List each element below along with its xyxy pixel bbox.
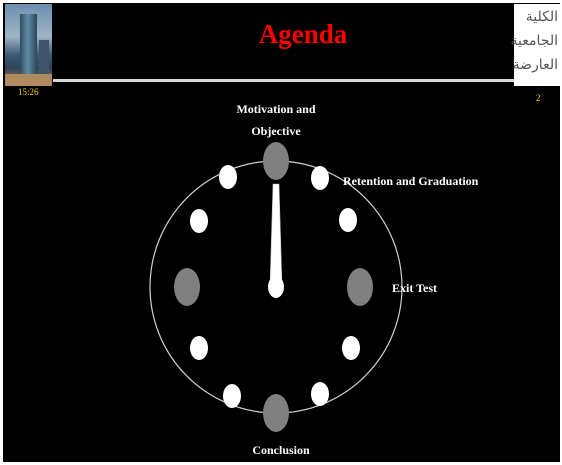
marker-left: [174, 268, 200, 306]
logo-line-3: العارضة: [512, 57, 558, 73]
minor-marker: [342, 336, 360, 360]
agenda-item-line: Objective: [251, 124, 301, 138]
logo-line-1: الكلية: [525, 9, 558, 25]
agenda-clock-diagram: [149, 142, 403, 432]
clock-hand: [269, 183, 283, 287]
agenda-item-motivation: Motivation and Objective: [231, 98, 321, 142]
clock-center-marker: [268, 276, 284, 298]
minor-marker: [190, 209, 208, 233]
agenda-item-conclusion: Conclusion: [252, 443, 310, 457]
agenda-item-line: Motivation and: [236, 102, 316, 116]
marker-retention: [311, 166, 329, 190]
agenda-item-retention: Retention and Graduation: [343, 174, 479, 188]
slide-number: 2: [536, 93, 541, 103]
minor-marker: [190, 336, 208, 360]
marker-motivation: [263, 142, 289, 180]
slide: Agenda الكلية الجامعية العارضة 15:26 2 M…: [3, 3, 560, 462]
marker-conclusion: [263, 394, 289, 432]
slide-title: Agenda: [258, 19, 348, 49]
agenda-item-exit-test: Exit Test: [392, 281, 438, 295]
college-logo: الكلية الجامعية العارضة: [510, 4, 560, 86]
marker-exit-test: [347, 268, 373, 306]
building-photo: [5, 4, 52, 86]
logo-line-2: الجامعية: [510, 33, 558, 49]
slide-time: 15:26: [18, 87, 39, 97]
minor-marker: [339, 208, 357, 232]
title-divider: [53, 79, 521, 82]
minor-marker: [223, 384, 241, 408]
minor-marker: [219, 165, 237, 189]
minor-marker: [311, 382, 329, 406]
